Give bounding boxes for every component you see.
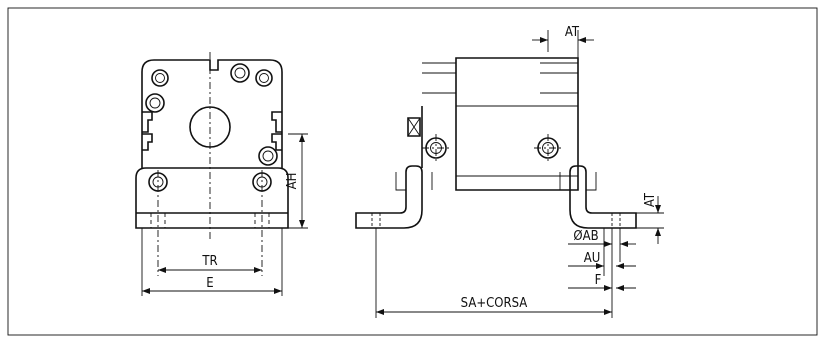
dim-sa-corsa-label: SA+CORSA <box>461 296 528 311</box>
port-right <box>258 146 278 166</box>
dim-au-label: AU <box>584 251 601 266</box>
screw-top-left <box>151 69 169 87</box>
dim-f-label: F <box>595 273 602 288</box>
dim-ah-label: AH <box>285 173 300 190</box>
side-bracket-right <box>569 165 637 229</box>
dim-at-side-label: AT <box>643 192 658 207</box>
dim-tr-label: TR <box>201 254 217 269</box>
dim-oab-label: ØAB <box>573 229 598 244</box>
port-left <box>145 93 165 113</box>
screw-top-right <box>255 69 273 87</box>
right-slot-notches <box>271 111 282 151</box>
side-cylinder-body <box>455 57 579 191</box>
cylinder-body-outline <box>141 59 283 168</box>
side-bracket-left <box>355 165 423 229</box>
side-view: AT AT ØAB AU F SA+CORSA <box>355 25 664 318</box>
foot-bracket <box>135 167 289 229</box>
left-slot-notches <box>142 111 153 151</box>
front-view: AH TR E <box>135 52 308 296</box>
dim-e-label: E <box>206 276 213 291</box>
screw-top-mid <box>230 63 250 83</box>
dim-at-top-label: AT <box>565 25 580 40</box>
border-frame <box>7 7 818 336</box>
